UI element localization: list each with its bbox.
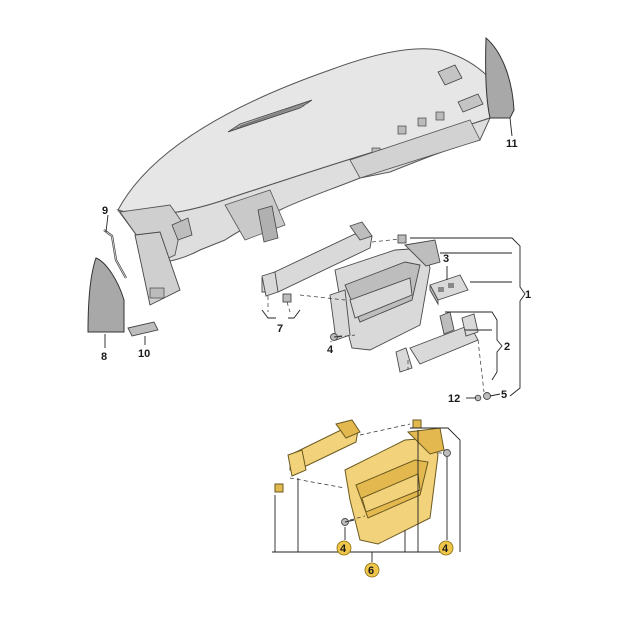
part-11-end-cap-right <box>485 36 515 119</box>
part-4-screw-upper <box>330 333 343 341</box>
part-10-trim-piece <box>127 321 159 337</box>
callout-2: 2 <box>504 341 510 353</box>
part-2-lower-brackets <box>395 311 479 373</box>
callout-labels: 11 9 8 10 1 3 2 5 12 7 4 4 4 6 <box>101 138 531 578</box>
callout-6: 6 <box>364 562 380 578</box>
callout-4-lower-right: 4 <box>438 540 454 556</box>
callout-4-upper: 4 <box>327 344 334 356</box>
svg-text:4: 4 <box>340 543 347 555</box>
callout-1: 1 <box>525 289 531 301</box>
part-1-center-frame-gray <box>329 239 441 351</box>
svg-text:4: 4 <box>442 543 449 555</box>
part-6-bracket-assembly-highlighted <box>274 419 451 545</box>
callout-8: 8 <box>101 351 107 363</box>
part-3-module <box>429 274 469 306</box>
callout-3: 3 <box>443 253 449 265</box>
svg-text:6: 6 <box>368 565 374 577</box>
part-8-end-cap-left <box>87 257 125 333</box>
part-12-nut <box>474 394 482 402</box>
part-5-clip <box>483 392 491 400</box>
dashboard-panel <box>116 48 501 306</box>
callout-10: 10 <box>138 348 150 360</box>
leader-lines <box>104 117 526 562</box>
callout-7: 7 <box>277 323 283 335</box>
callout-11: 11 <box>506 138 518 150</box>
callout-5: 5 <box>501 389 507 401</box>
callout-12: 12 <box>448 393 460 405</box>
callout-9: 9 <box>102 205 108 217</box>
part-9-seal-strip <box>103 229 127 279</box>
callout-4-lower-left: 4 <box>336 540 352 556</box>
